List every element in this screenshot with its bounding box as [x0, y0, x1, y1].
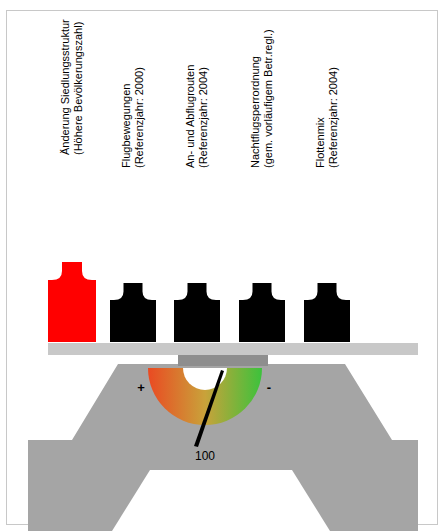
gauge-needle — [194, 370, 224, 447]
minus-sign: - — [267, 380, 271, 395]
weight-body — [304, 283, 350, 342]
plus-sign: + — [137, 380, 145, 395]
weight — [304, 283, 350, 342]
weight-body — [110, 283, 156, 342]
scale-beam — [48, 343, 418, 355]
weight-node: Flottenmix (Referenzjahr: 2004) — [304, 0, 350, 342]
weight-label: Nachtflugsperrordnung (gem. vorläufigem … — [249, 25, 275, 168]
weight — [48, 262, 96, 342]
weight-body — [174, 283, 220, 342]
weight-node: Flugbewegungen (Referenzjahr: 2000) — [110, 0, 156, 342]
weight-node: Nachtflugsperrordnung (gem. vorläufigem … — [239, 0, 285, 342]
weight-label: An- und Abflugrouten (Referenzjahr: 2004… — [184, 60, 210, 168]
weight-body — [48, 262, 96, 342]
scale-column — [178, 354, 268, 366]
weight-node: An- und Abflugrouten (Referenzjahr: 2004… — [174, 0, 220, 342]
weight — [174, 283, 220, 342]
stand-cutout — [112, 470, 330, 531]
weight-node: Änderung Siedlungsstruktur (Höhere Bevöl… — [48, 0, 96, 342]
weight-body — [239, 283, 285, 342]
weight-label: Flugbewegungen (Referenzjahr: 2000) — [120, 63, 146, 168]
gauge-value: 100 — [195, 449, 215, 463]
weight-label: Änderung Siedlungsstruktur (Höhere Bevöl… — [59, 15, 85, 155]
weight — [239, 283, 285, 342]
weight-label: Flottenmix (Referenzjahr: 2004) — [314, 63, 340, 168]
scale-stand — [28, 364, 418, 531]
weight — [110, 283, 156, 342]
